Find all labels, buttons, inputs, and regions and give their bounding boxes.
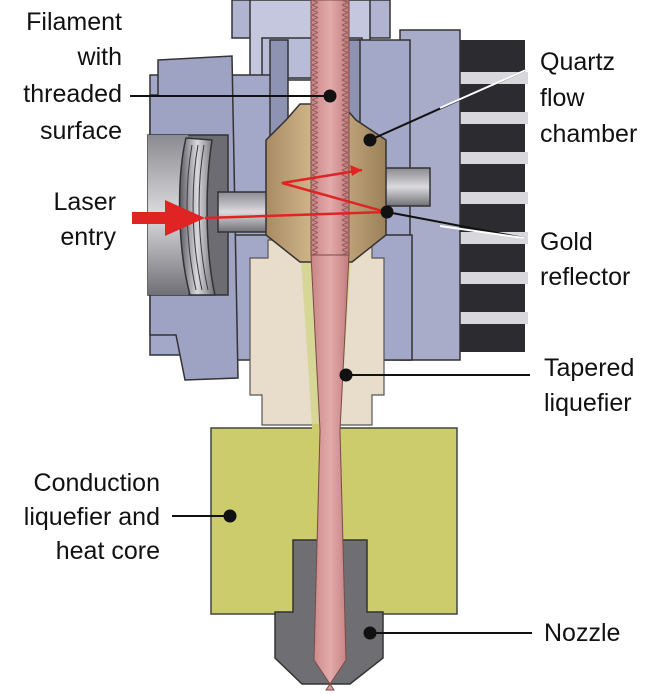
label-quartz: Quartz flow chamber bbox=[540, 48, 637, 148]
label-gold-line1: Gold bbox=[540, 228, 593, 256]
label-filament-line3: threaded bbox=[23, 80, 122, 108]
label-nozzle: Nozzle bbox=[544, 619, 620, 647]
label-quartz-line3: chamber bbox=[540, 120, 637, 148]
label-conduction-line3: heat core bbox=[56, 537, 160, 565]
label-filament-line1: Filament bbox=[26, 8, 122, 36]
label-conduction-line1: Conduction bbox=[34, 469, 160, 497]
label-nozzle-line1: Nozzle bbox=[544, 619, 620, 647]
label-conduction: Conduction liquefier and heat core bbox=[24, 469, 160, 565]
laser-entry-arrow bbox=[132, 200, 205, 236]
label-tapered-line2: liquefier bbox=[544, 389, 632, 417]
label-conduction-line2: liquefier and bbox=[24, 503, 160, 531]
label-laser-line1: Laser bbox=[53, 188, 116, 216]
heatsink-fins-gaps bbox=[458, 72, 528, 324]
label-quartz-line2: flow bbox=[540, 84, 585, 112]
label-filament: Filament with threaded surface bbox=[23, 8, 122, 145]
label-filament-line4: surface bbox=[40, 117, 122, 145]
label-quartz-line1: Quartz bbox=[540, 48, 615, 76]
label-laser: Laser entry bbox=[53, 188, 116, 251]
label-laser-line2: entry bbox=[60, 223, 116, 251]
filament-rod bbox=[310, 0, 350, 691]
laser-beam bbox=[132, 165, 387, 236]
callout-dots bbox=[223, 89, 394, 640]
label-gold-line2: reflector bbox=[540, 263, 630, 291]
label-filament-line2: with bbox=[77, 43, 122, 71]
label-tapered: Tapered liquefier bbox=[544, 354, 634, 417]
label-gold: Gold reflector bbox=[540, 228, 630, 291]
label-tapered-line1: Tapered bbox=[544, 354, 634, 382]
